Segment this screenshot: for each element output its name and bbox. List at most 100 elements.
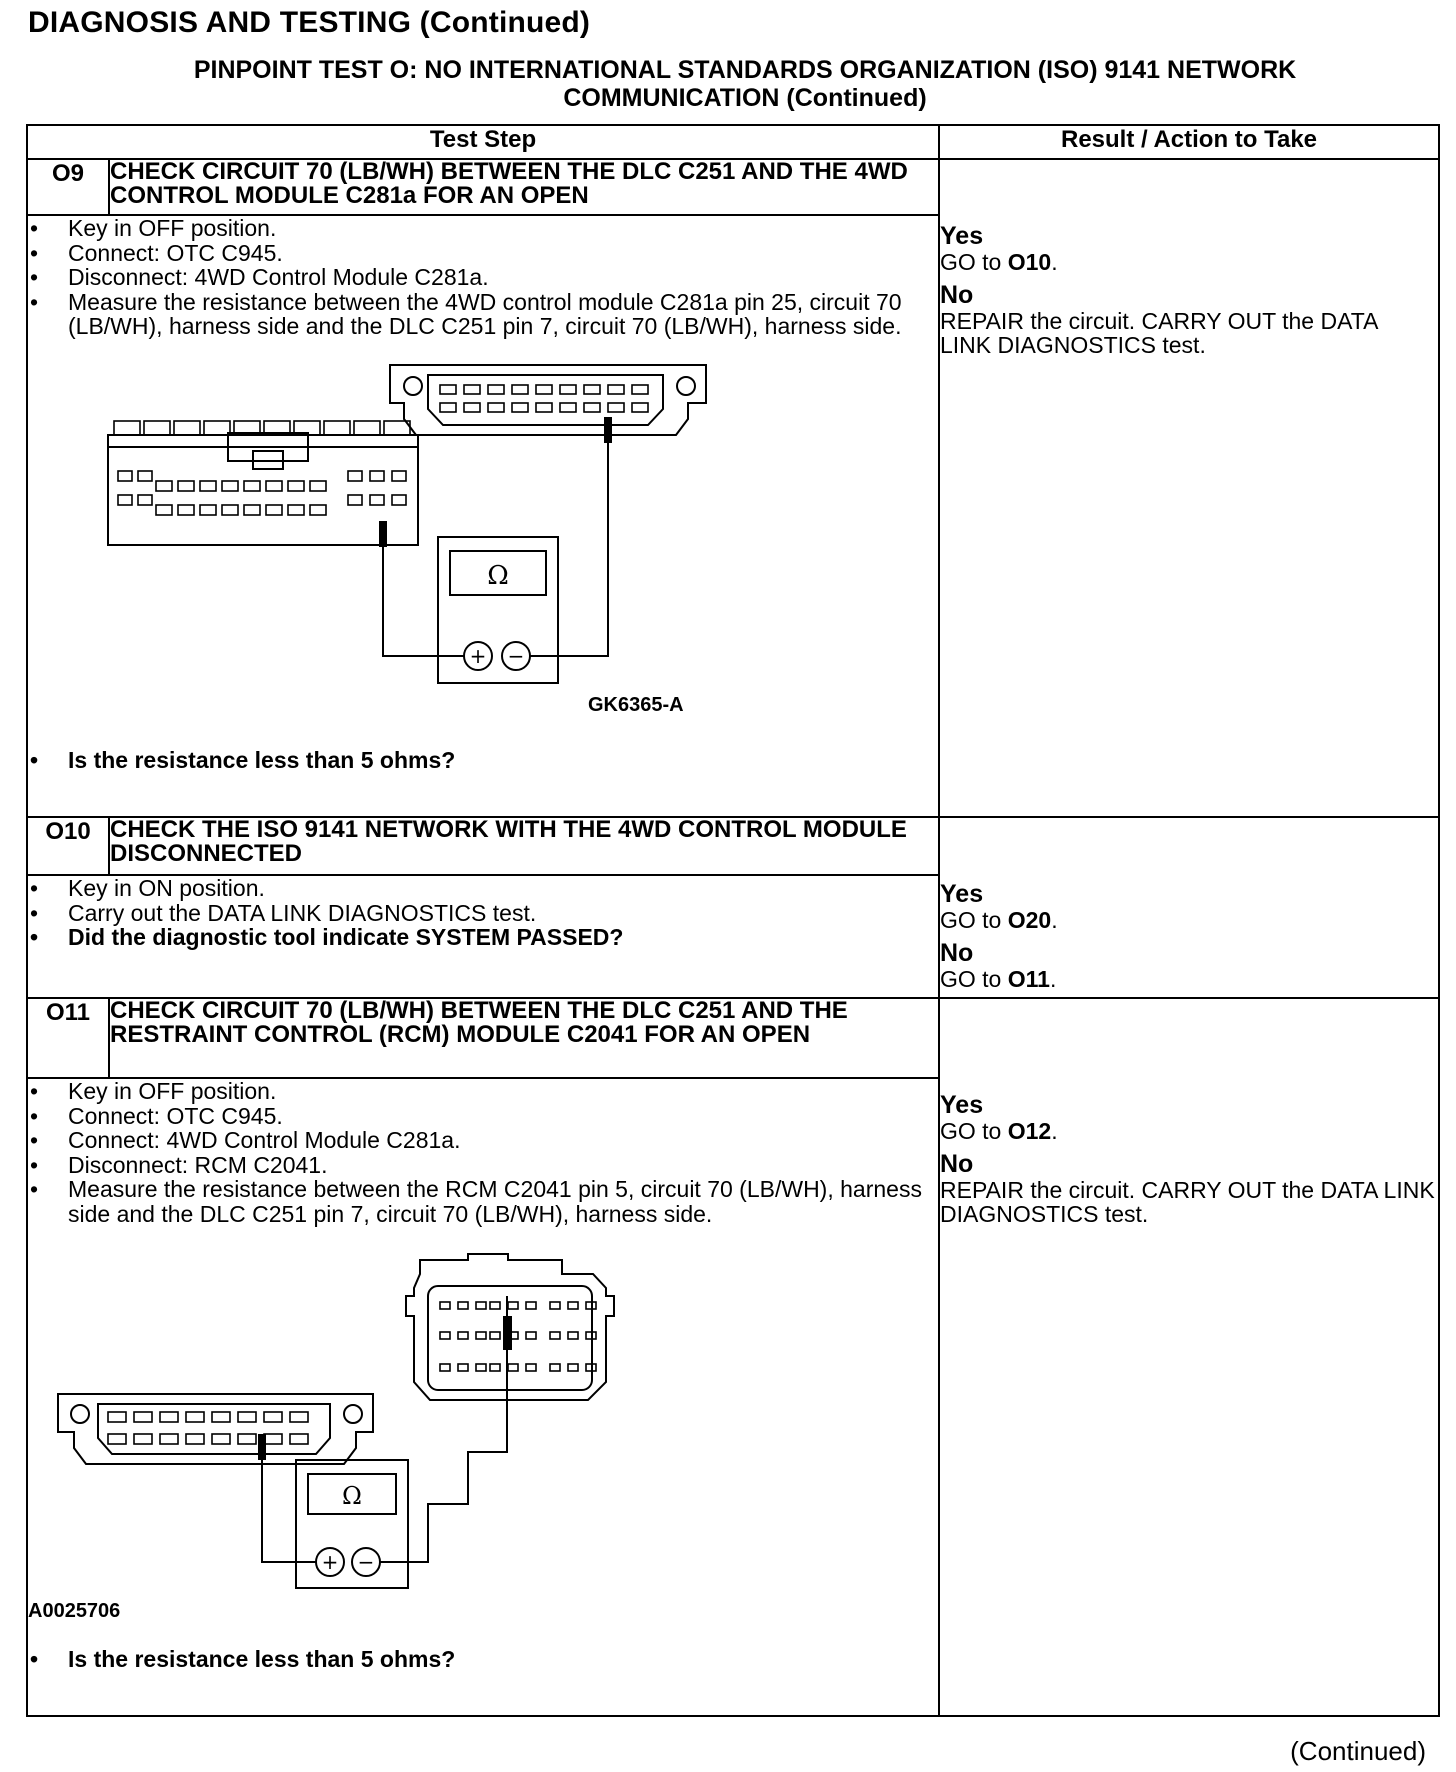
connector-pin <box>155 503 173 516</box>
connector-pin <box>559 383 577 395</box>
test-lead-left <box>382 526 464 657</box>
connector-pin <box>507 1301 519 1310</box>
connector-pin <box>463 401 481 413</box>
connector-pin <box>347 493 363 506</box>
step-o10-question: Did the diagnostic tool indicate SYSTEM … <box>28 925 938 950</box>
step-o10-title: CHECK THE ISO 9141 NETWORK WITH THE 4WD … <box>108 816 940 876</box>
ohm-symbol: Ω <box>342 1482 362 1510</box>
goto-o11-link[interactable]: O11 <box>1007 965 1050 992</box>
connector-pin <box>199 479 217 492</box>
result-header: Result / Action to Take <box>938 124 1440 160</box>
connector-pin <box>439 1301 451 1310</box>
connector-pin <box>233 419 261 436</box>
connector-pin <box>457 1331 469 1340</box>
test-lead-left <box>261 1448 316 1563</box>
connector-pin <box>211 1433 231 1445</box>
step-o10-result: Yes GO to O20. No GO to O11. <box>938 816 1440 999</box>
goto-o20-link[interactable]: O20 <box>1007 907 1052 933</box>
no-label: No <box>940 1149 974 1178</box>
connector-pin <box>347 469 363 482</box>
connector-pin <box>263 1411 283 1423</box>
connector-pin <box>583 401 601 413</box>
minus-terminal-label: − <box>508 644 525 668</box>
connector-pin <box>559 401 577 413</box>
connector-pin <box>211 1411 231 1423</box>
step-o9-body: Key in OFF position. Connect: OTC C945. … <box>26 214 940 818</box>
connector-pin <box>309 503 327 516</box>
connector-pin <box>203 419 231 436</box>
connector-pin <box>155 479 173 492</box>
step-o9-body-row: Key in OFF position. Connect: OTC C945. … <box>26 214 1439 818</box>
minus-terminal-label: − <box>358 1550 375 1574</box>
connector-pin <box>475 1363 487 1372</box>
connector-pin <box>133 1411 153 1423</box>
connector-pin <box>369 493 385 506</box>
connector-pin <box>487 383 505 395</box>
probe-tip <box>503 1316 512 1350</box>
no-action: REPAIR the circuit. CARRY OUT the DATA L… <box>940 307 1378 358</box>
connector-pin <box>293 419 321 436</box>
step-o9-action: Measure the resistance between the 4WD c… <box>28 289 938 339</box>
connector-pin <box>243 479 261 492</box>
connector-pin <box>263 1433 283 1445</box>
step-o11-action: Key in OFF position. <box>28 1079 938 1104</box>
probe-tip <box>604 416 612 443</box>
connector-pin <box>585 1331 597 1340</box>
connector-pin <box>323 419 351 436</box>
step-o9-result-title-cell <box>938 158 1440 817</box>
test-lead-right <box>530 424 609 657</box>
step-o10-id: O10 <box>26 816 110 876</box>
connector-pin <box>585 1363 597 1372</box>
connector-pin <box>607 383 625 395</box>
connector-pin <box>143 419 171 436</box>
connector-pin <box>525 1363 537 1372</box>
connector-pin <box>237 1411 257 1423</box>
step-o9-action: Connect: OTC C945. <box>28 240 938 266</box>
plus-terminal-label: + <box>322 1550 339 1574</box>
connector-pin <box>243 503 261 516</box>
yes-label: Yes <box>940 1091 984 1119</box>
connector-pin <box>583 383 601 395</box>
step-o11-action: Connect: 4WD Control Module C281a. <box>28 1128 938 1153</box>
probe-tip <box>379 520 387 547</box>
yes-label: Yes <box>940 222 984 250</box>
step-o11-action: Disconnect: RCM C2041. <box>28 1152 938 1178</box>
connector-pin <box>159 1433 179 1445</box>
step-o11-title: CHECK CIRCUIT 70 (LB/WH) BETWEEN THE DLC… <box>108 997 940 1079</box>
continued-footer: (Continued) <box>1290 1736 1426 1766</box>
connector-pin <box>369 469 385 482</box>
step-o9-id: O9 <box>26 158 110 216</box>
connector-pin <box>159 1411 179 1423</box>
connector-pin <box>237 1433 257 1445</box>
step-o11-circuit-diagram: Ω + − A0025706 <box>28 1253 615 1622</box>
connector-pin <box>137 493 153 506</box>
connector-pin <box>567 1363 579 1372</box>
step-o10-actions: Key in ON position. Carry out the DATA L… <box>28 876 938 925</box>
connector-pin <box>353 419 381 436</box>
no-action: GO to O11. <box>940 965 1057 992</box>
goto-o10-link[interactable]: O10 <box>1007 249 1052 275</box>
connector-pin <box>475 1301 487 1310</box>
connector-pin <box>525 1301 537 1310</box>
plus-terminal-label: + <box>470 644 487 668</box>
step-o10-body-row: Key in ON position. Carry out the DATA L… <box>26 874 1439 999</box>
pinpoint-test-title-line1: PINPOINT TEST O: NO INTERNATIONAL STANDA… <box>193 56 1297 84</box>
connector-pin <box>585 1301 597 1310</box>
step-o11-actions: Key in OFF position. Connect: OTC C945. … <box>28 1079 938 1226</box>
connector-pin <box>107 1433 127 1445</box>
connector-pin <box>137 469 153 482</box>
connector-pin <box>507 1363 519 1372</box>
connector-pin <box>221 503 239 516</box>
ohmmeter-icon <box>295 1459 409 1589</box>
connector-pin <box>391 493 407 506</box>
connector-pin <box>631 383 649 395</box>
figure-label-a0025706: A0025706 <box>28 1600 120 1622</box>
dlc-connector-icon <box>57 1393 374 1465</box>
yes-action: GO to O20. <box>940 907 1058 933</box>
goto-o12-link[interactable]: O12 <box>1007 1118 1052 1144</box>
connector-pin <box>535 383 553 395</box>
yes-action: GO to O10. <box>940 249 1058 275</box>
connector-pin <box>607 401 625 413</box>
connector-pin <box>463 383 481 395</box>
step-o9-actions: Key in OFF position. Connect: OTC C945. … <box>28 216 938 339</box>
